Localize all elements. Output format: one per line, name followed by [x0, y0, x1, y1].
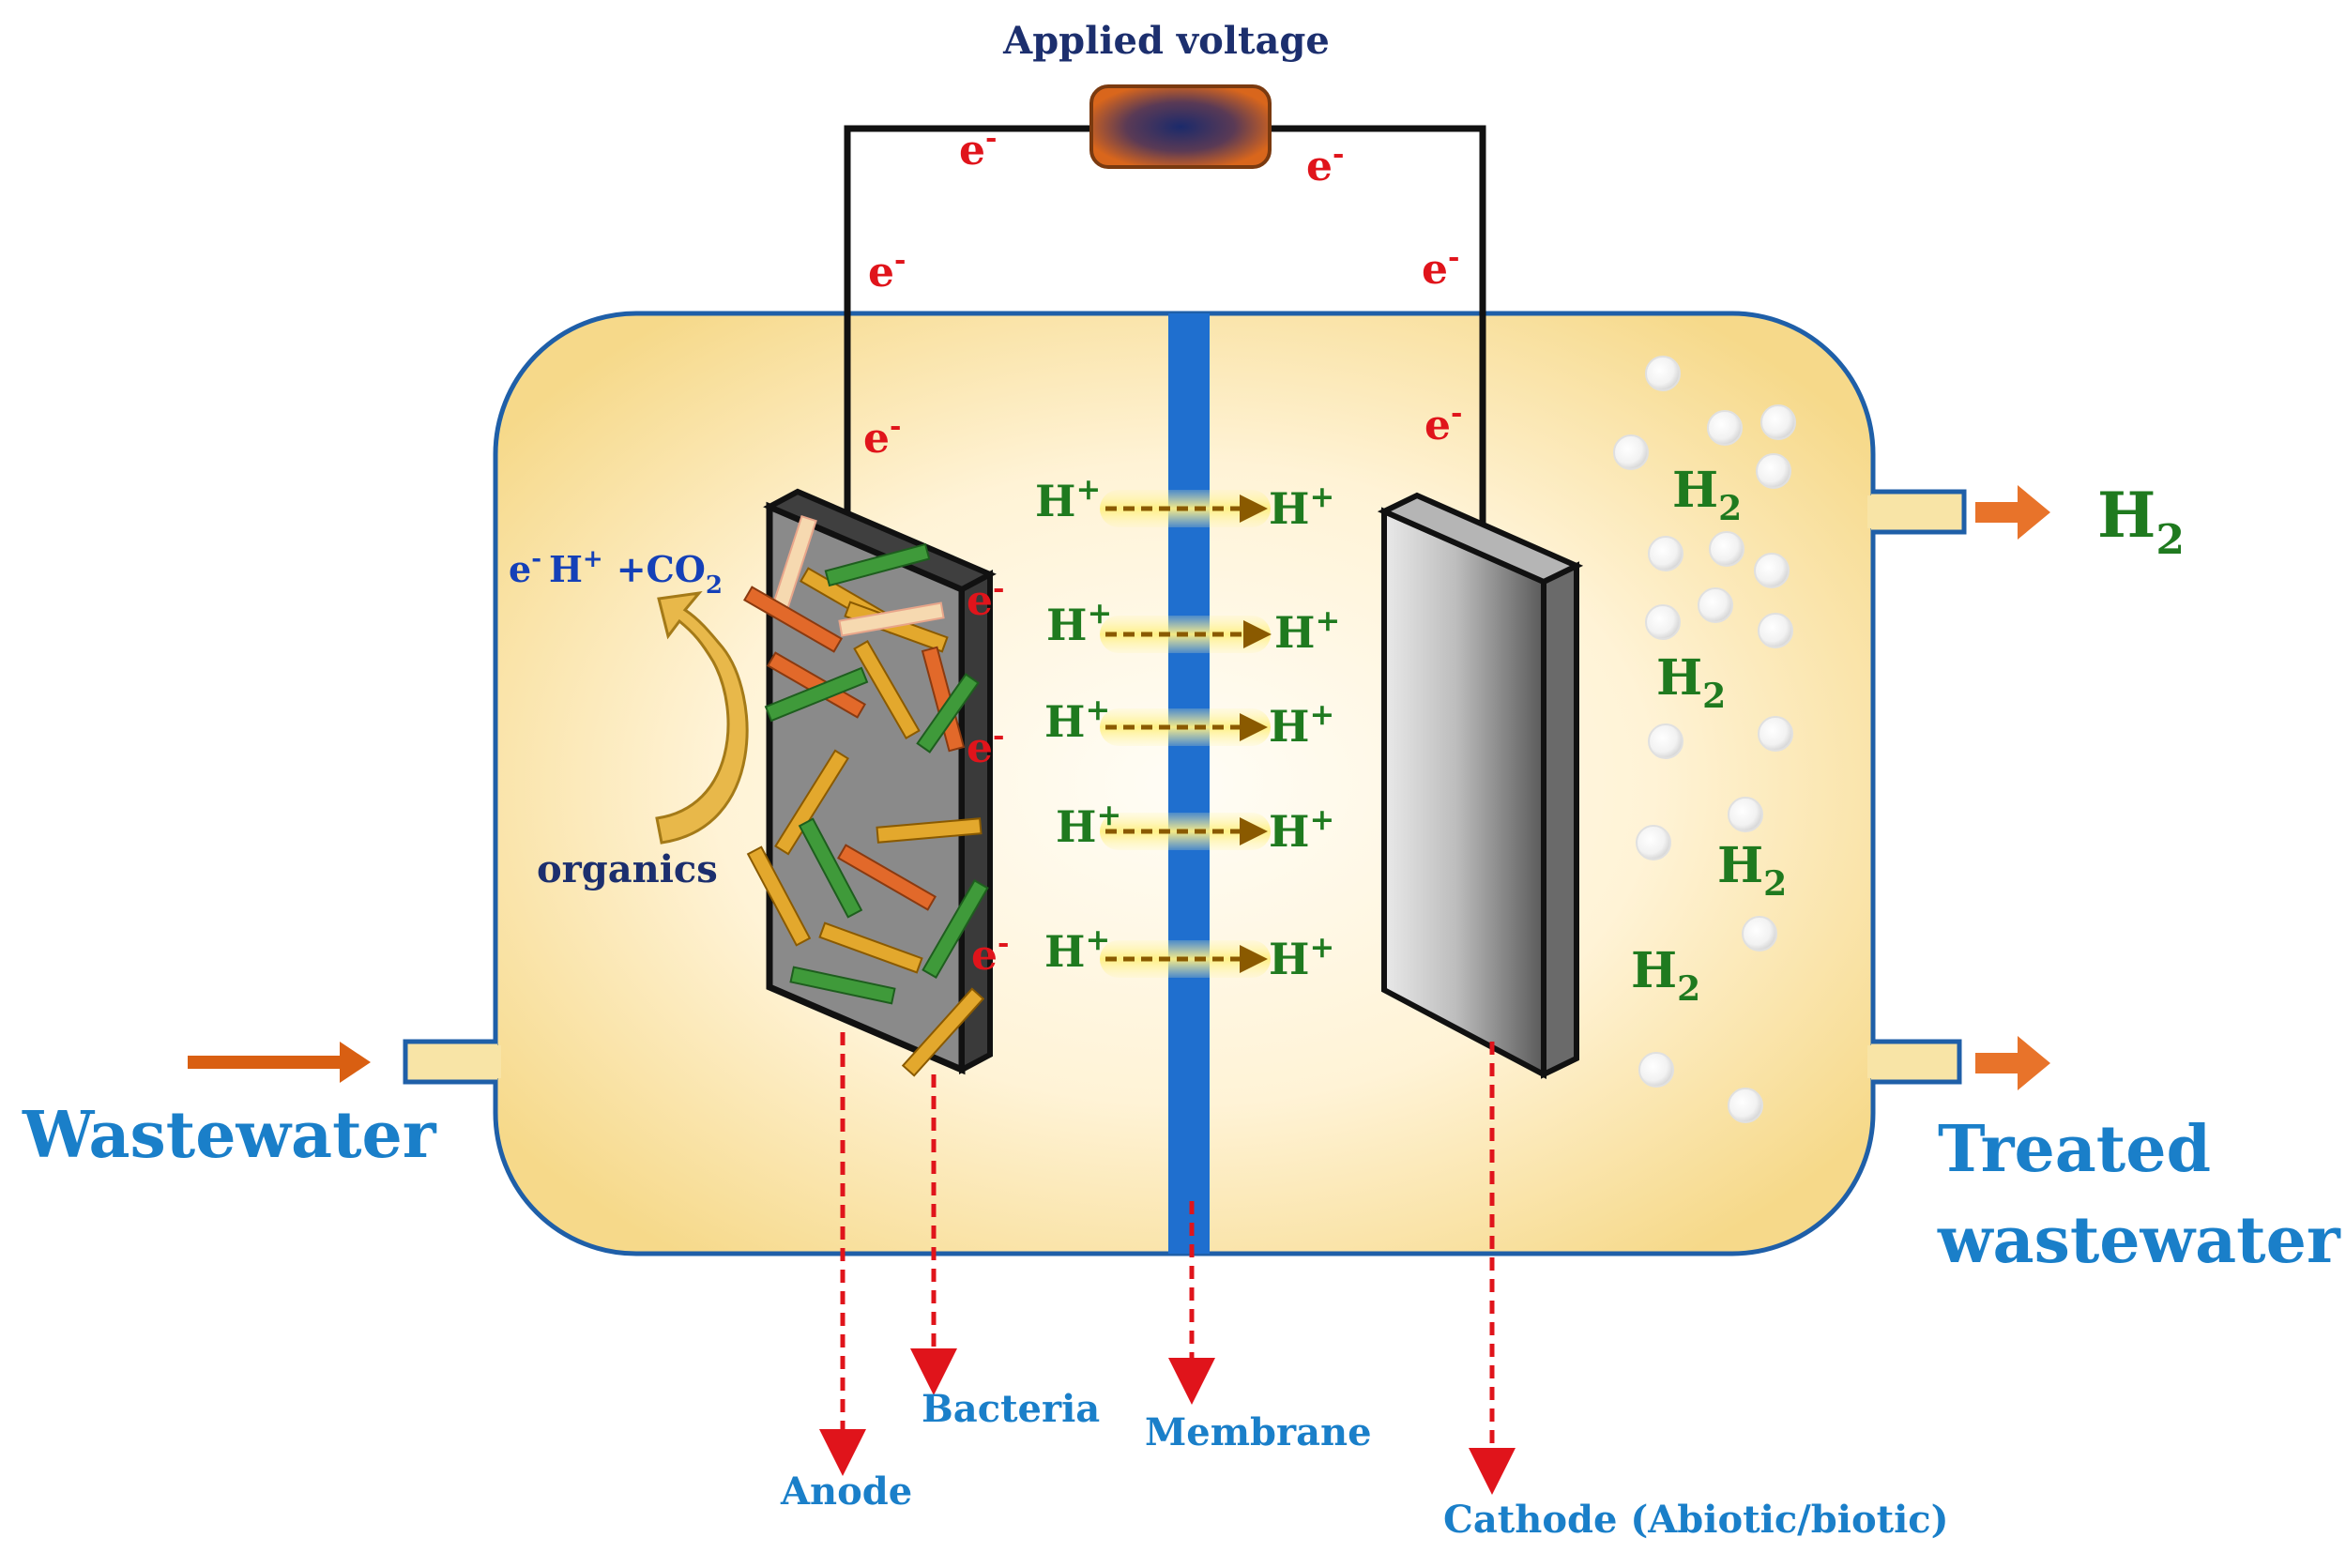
- electron-label: e-: [967, 572, 1004, 625]
- electron-label: e-: [971, 927, 1009, 980]
- proton-label: H+: [1044, 692, 1110, 747]
- voltage-source-icon: [1089, 84, 1272, 169]
- inlet-arrow-icon: [188, 1042, 371, 1083]
- cathode-electrode: [1377, 492, 1584, 1079]
- cathode-label: Cathode (Abiotic/biotic): [1443, 1498, 1949, 1542]
- inlet-pipe: [403, 1039, 497, 1085]
- hydrogen-label: H2: [1631, 942, 1700, 1009]
- proton-flows: H+ H+ H+ H+ H+ H+ H+ H+ H+ H+: [1035, 471, 1340, 984]
- proton-label: H+: [1269, 696, 1334, 752]
- anode-label: Anode: [780, 1469, 912, 1514]
- proton-label: H+: [1269, 801, 1334, 857]
- proton-flow-4: H+ H+: [1056, 797, 1334, 857]
- electron-label: e-: [959, 122, 997, 175]
- proton-label: H+: [1046, 595, 1112, 650]
- hydrogen-bubbles: [1613, 356, 1796, 1123]
- treated-wastewater-label-line2: wastewater: [1937, 1203, 2341, 1278]
- proton-label: H+: [1269, 929, 1334, 984]
- proton-label: H+: [1035, 471, 1101, 526]
- electron-label: e-: [1424, 397, 1462, 449]
- circuit-wire-right: [1269, 125, 1486, 556]
- bacteria-rods: [743, 514, 989, 1077]
- gas-outlet-pipe: [1871, 489, 1967, 535]
- proton-label: H+: [1274, 602, 1340, 658]
- gas-outlet-arrow-icon: [1975, 485, 2050, 540]
- proton-flow-2: H+ H+: [1046, 595, 1340, 658]
- proton-label: H+: [1056, 797, 1121, 852]
- electron-labels: e- e- e- e- e- e- e- e- e-: [863, 122, 1462, 980]
- liquid-outlet-arrow-icon: [1975, 1036, 2050, 1090]
- treated-wastewater-label-line1: Treated: [1938, 1112, 2211, 1187]
- hydrogen-label: H2: [1672, 462, 1742, 528]
- hydrogen-labels: H2 H2 H2 H2 H2: [1631, 462, 2185, 1009]
- electron-label: e-: [868, 244, 906, 297]
- bacteria-label: Bacteria: [922, 1387, 1100, 1431]
- applied-voltage-label: Applied voltage: [1002, 19, 1330, 63]
- hydrogen-label: H2: [1717, 837, 1787, 904]
- electron-label: e-: [1306, 138, 1344, 190]
- oxidation-reaction-label: e-H++CO2: [509, 545, 723, 600]
- membrane: [1168, 313, 1210, 1254]
- proton-flow-3: H+ H+: [1044, 692, 1334, 752]
- liquid-outlet-pipe: [1871, 1039, 1962, 1085]
- wastewater-label: Wastewater: [22, 1098, 437, 1173]
- electron-label: e-: [863, 410, 901, 463]
- electron-label: e-: [967, 720, 1004, 772]
- proton-label: H+: [1044, 921, 1110, 977]
- organics-conversion-arrow: [655, 590, 749, 845]
- pointer-lines: [819, 1032, 1516, 1495]
- hydrogen-output-label: H2: [2097, 479, 2185, 564]
- flow-arrows: [188, 485, 2050, 1090]
- membrane-label: Membrane: [1145, 1410, 1372, 1454]
- proton-flow-1: H+ H+: [1035, 471, 1334, 534]
- organics-label: organics: [537, 847, 718, 891]
- proton-flow-5: H+ H+: [1044, 921, 1334, 984]
- electron-label: e-: [1422, 241, 1459, 294]
- proton-label: H+: [1269, 479, 1334, 534]
- hydrogen-label: H2: [1656, 649, 1726, 716]
- circuit-wire-left: [844, 125, 1093, 549]
